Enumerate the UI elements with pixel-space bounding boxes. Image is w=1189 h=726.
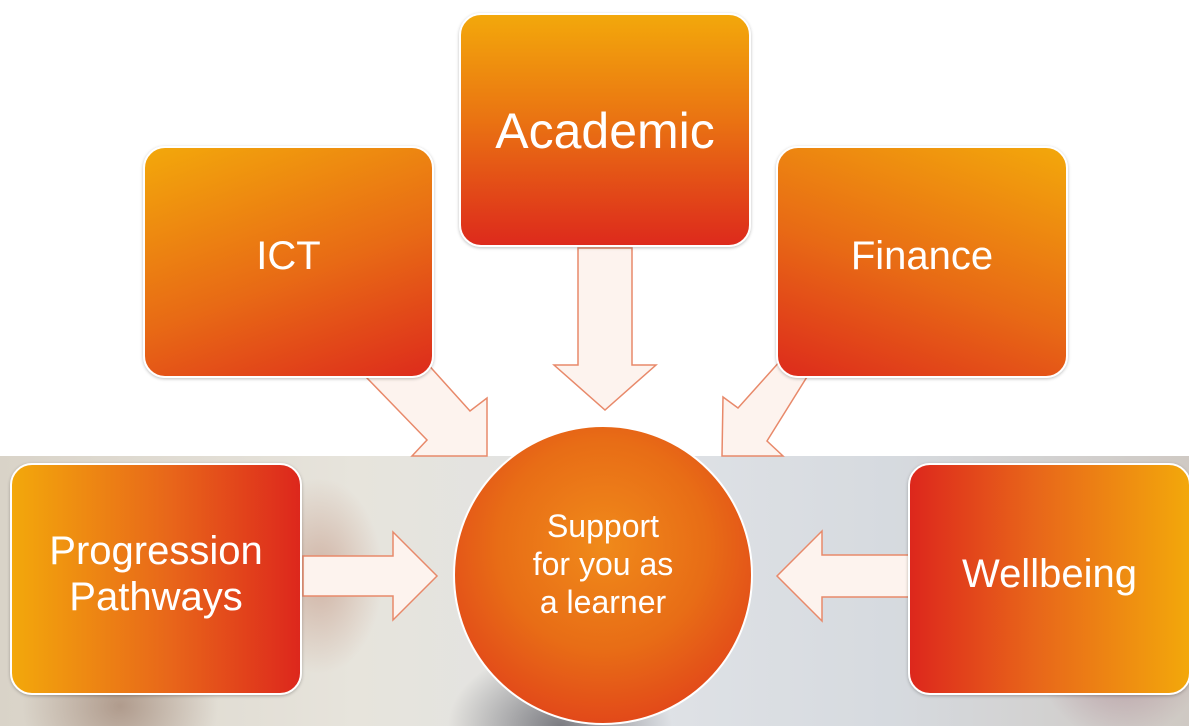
node-progression-pathways: Progression Pathways: [10, 463, 302, 695]
arrow-wellbeing-to-center: [775, 529, 911, 623]
node-finance-label: Finance: [850, 234, 994, 278]
node-wellbeing: Wellbeing: [908, 463, 1189, 695]
node-ict-label: ICT: [256, 234, 321, 278]
arrow-progression-to-center: [302, 530, 439, 622]
node-wellbeing-label: Wellbeing: [962, 552, 1137, 596]
node-academic: Academic: [459, 13, 751, 247]
center-label: Support for you as a learner: [532, 508, 674, 620]
arrow-academic-to-center: [552, 247, 658, 412]
node-progression-label: Progression Pathways: [49, 529, 263, 619]
center-circle: Support for you as a learner: [453, 425, 753, 725]
node-academic-label: Academic: [495, 103, 715, 159]
node-ict: ICT: [143, 146, 434, 378]
node-finance: Finance: [776, 146, 1068, 378]
